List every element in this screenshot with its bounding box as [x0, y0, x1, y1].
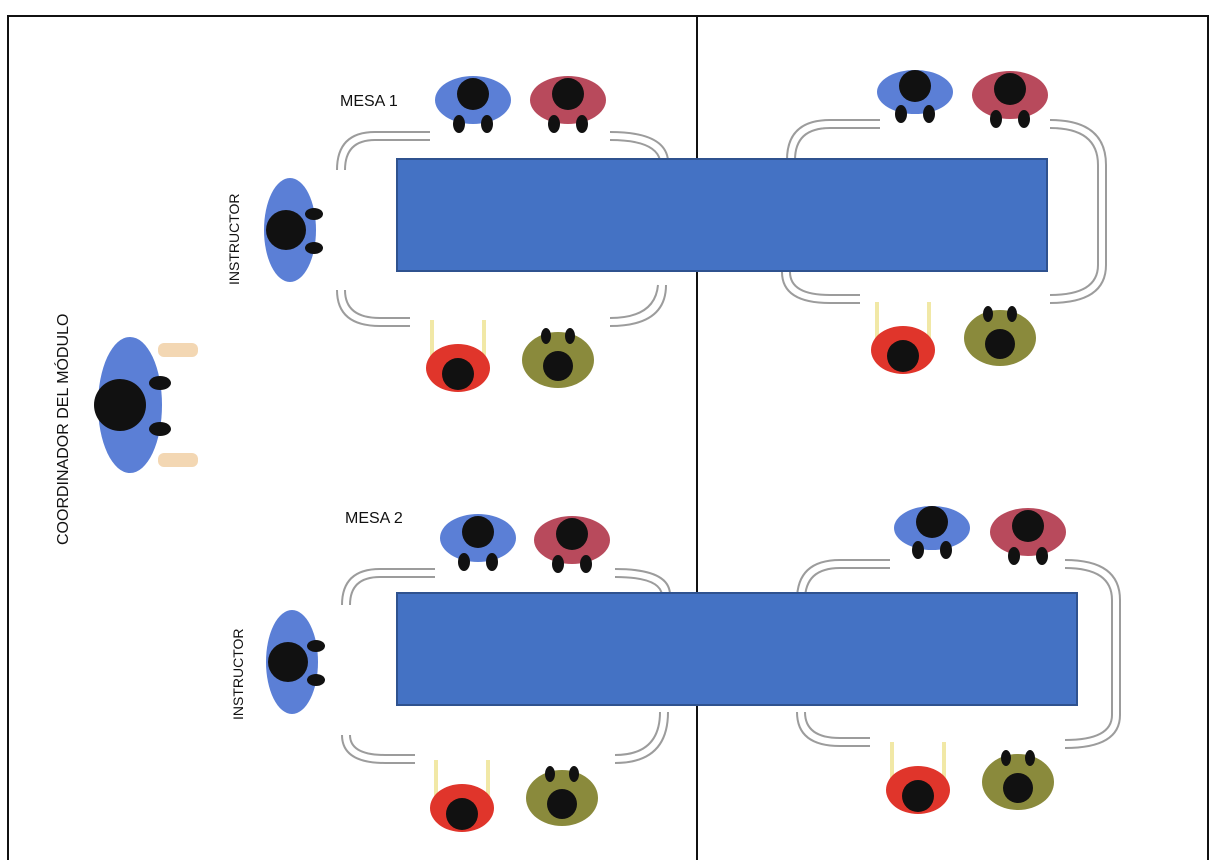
person-mesa-2-bottom-3 [886, 742, 950, 814]
person-mesa-1-bottom-4 [964, 306, 1036, 366]
person-mesa-1-top-2 [530, 76, 606, 133]
mesa-1-label: MESA 1 [340, 93, 398, 110]
person-mesa-2-top-2 [534, 516, 610, 573]
person-mesa-2-bottom-1 [430, 760, 494, 832]
person-coordinator [94, 337, 198, 473]
person-mesa-1-bottom-3 [871, 302, 935, 374]
person-mesa-2-bottom-2 [526, 766, 598, 826]
person-mesa-2-top-1 [440, 514, 516, 571]
chairs-mesa-1-right [781, 119, 1107, 304]
coordinator-label: COORDINADOR DEL MÓDULO [53, 314, 72, 545]
person-mesa-1-top-3 [877, 70, 953, 123]
chairs-mesa-2-left [341, 568, 671, 764]
person-mesa-1-top-1 [435, 76, 511, 133]
person-instructor-2 [266, 610, 325, 714]
person-mesa-1-bottom-2 [522, 328, 594, 388]
table-mesa-1 [396, 158, 1048, 272]
instructor-1-label: INSTRUCTOR [226, 193, 242, 285]
person-mesa-1-bottom-1 [426, 320, 490, 392]
outer-frame [7, 15, 1209, 860]
mesa-2-label: MESA 2 [345, 510, 403, 527]
instructor-2-label: INSTRUCTOR [230, 628, 246, 720]
person-mesa-1-top-4 [972, 71, 1048, 128]
person-mesa-2-top-4 [990, 508, 1066, 565]
table-mesa-2 [396, 592, 1078, 706]
person-mesa-2-bottom-4 [982, 750, 1054, 810]
person-mesa-2-top-3 [894, 506, 970, 559]
person-instructor-1 [264, 178, 323, 282]
chairs-mesa-1-left [336, 131, 669, 327]
